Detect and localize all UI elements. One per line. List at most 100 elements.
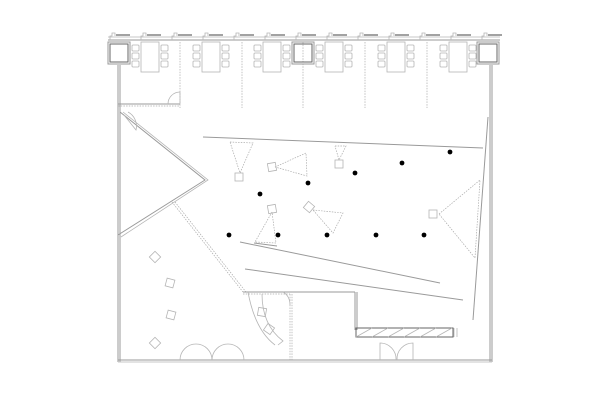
marker-dot [226, 232, 232, 238]
window-band [108, 32, 502, 41]
door-swing-icon [123, 111, 137, 131]
table [386, 41, 406, 73]
table [201, 41, 221, 73]
chair [221, 60, 230, 68]
chair [344, 44, 353, 52]
chair [160, 44, 169, 52]
display-pedestals [148, 250, 177, 350]
reception-desk [247, 291, 291, 346]
meeting-rooms [131, 41, 477, 108]
bench-hatch [419, 327, 437, 338]
chair [282, 60, 291, 68]
chair [468, 60, 477, 68]
marker-dot [447, 149, 453, 155]
chair [406, 60, 415, 68]
mullion [419, 32, 426, 40]
chair [468, 52, 477, 60]
marker-dot [373, 232, 379, 238]
chair [282, 44, 291, 52]
chair [315, 52, 324, 60]
chair [344, 52, 353, 60]
mullion [357, 32, 364, 40]
chair [131, 60, 140, 68]
entry-partition [118, 91, 181, 107]
marker-dot [275, 232, 281, 238]
diagonal-walls [117, 111, 358, 360]
mullion [450, 32, 457, 40]
marker-dot [352, 170, 358, 176]
chair [344, 60, 353, 68]
camera-icon [334, 159, 344, 169]
chair [282, 52, 291, 60]
camera-icon [266, 161, 278, 173]
chair [439, 60, 448, 68]
pillar [291, 41, 315, 65]
bench-hatch [403, 327, 421, 338]
table [262, 41, 282, 73]
bench [355, 327, 458, 338]
door-swing-icon [167, 91, 181, 105]
chair [131, 44, 140, 52]
camera-icon [266, 203, 278, 215]
chair [406, 44, 415, 52]
table [448, 41, 468, 73]
chair [377, 44, 386, 52]
pillar-inner [478, 43, 498, 63]
chair [253, 52, 262, 60]
marker-dot [324, 232, 330, 238]
table [324, 41, 344, 73]
door-swing-icon [379, 342, 397, 361]
chair [253, 44, 262, 52]
pillar-inner [293, 43, 313, 63]
mullion [264, 32, 271, 40]
mullion [326, 32, 333, 40]
exhibit-walls [202, 136, 484, 301]
door-swing-icon [179, 343, 213, 361]
marker-dot [257, 191, 263, 197]
pillar [476, 41, 500, 65]
chair [131, 52, 140, 60]
chair [377, 52, 386, 60]
bench-hatch [355, 327, 373, 338]
camera-icon [428, 209, 438, 219]
pillars [107, 41, 500, 65]
marker-dot [421, 232, 427, 238]
bench-hatch [387, 327, 405, 338]
mullion [481, 32, 488, 40]
view-cones [229, 141, 481, 259]
chair [192, 60, 201, 68]
pillar [107, 41, 131, 65]
chair [315, 60, 324, 68]
chair [160, 52, 169, 60]
chair [160, 60, 169, 68]
pillar-inner [109, 43, 129, 63]
bench-hatch [435, 327, 453, 338]
chair [192, 52, 201, 60]
chair [192, 44, 201, 52]
door-swing-icon [211, 343, 245, 361]
bench-hatch [371, 327, 389, 338]
chair [221, 44, 230, 52]
chair [468, 44, 477, 52]
mullion [171, 32, 178, 40]
mullion [233, 32, 240, 40]
camera-icon [302, 200, 316, 214]
marker-dot [305, 180, 311, 186]
chair [377, 60, 386, 68]
mullion [140, 32, 147, 40]
entrance-doors [179, 342, 414, 361]
chair [439, 44, 448, 52]
mullion [109, 32, 116, 40]
chair [439, 52, 448, 60]
chair [406, 52, 415, 60]
chair [221, 52, 230, 60]
chair [315, 44, 324, 52]
door-swing-icon [396, 342, 414, 361]
markers [226, 149, 453, 238]
camera-icon [234, 172, 244, 182]
chair [253, 60, 262, 68]
marker-dot [399, 160, 405, 166]
mullion [295, 32, 302, 40]
table [140, 41, 160, 73]
